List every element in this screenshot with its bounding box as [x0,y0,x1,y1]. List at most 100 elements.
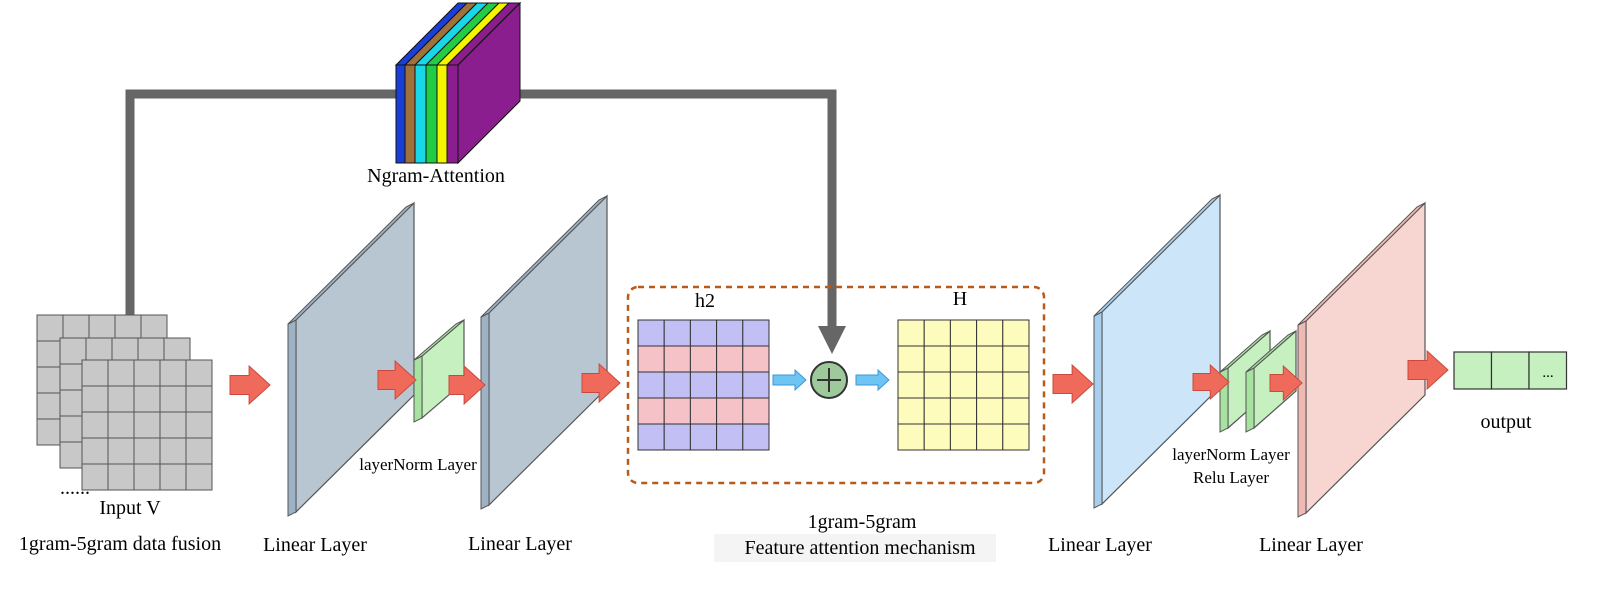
linear-layer-2-panel [488,194,608,507]
H-cell [923,423,951,451]
input-grid-cell [107,359,135,387]
input-grid-cell [107,411,135,439]
H-cell [897,319,925,347]
h2-cell [689,371,718,399]
H-cell [923,319,951,347]
input-grid-cell [133,437,161,465]
H-cell [976,423,1004,451]
input-v-grids [36,314,213,491]
h2-cell [742,319,770,347]
mechanism-label-line1: 1gram-5gram [808,511,917,533]
attention-stripe [395,64,406,164]
input-grid-cell [62,314,90,342]
mechanism-caption-bg [714,534,996,562]
output-cell [1528,351,1568,390]
ngram-attention-label: Ngram-Attention [367,165,505,187]
h2-label: h2 [695,290,715,312]
output-cell [1453,351,1493,390]
attention-stripe [414,64,427,164]
h2-cell [663,371,691,399]
layernorm-1-block-edge [413,355,423,423]
h2-cell [637,371,665,399]
flow-arrow-10 [1407,349,1449,391]
input-grid-cell [36,366,64,394]
linear-layer-3-panel-top-edge [1093,194,1221,317]
input-grid-cell [185,437,213,465]
h2-cell [742,397,770,425]
input-grid-cell [159,411,187,439]
addition-node [810,361,848,399]
input-grid-cell [133,359,161,387]
h2-cell [742,371,770,399]
input-grid-cell [185,359,213,387]
input-grid-cell [36,314,64,342]
linear-layer-2-label: Linear Layer [468,533,572,555]
input-grid-cell [107,463,135,491]
h2-cell [663,397,691,425]
h2-cell [689,423,718,451]
flow-arrow-9 [1269,364,1303,402]
H-cell [897,423,925,451]
input-grid-cell [140,314,168,342]
H-cell [923,371,951,399]
H-cell [949,345,978,373]
h2-cell [716,423,744,451]
fusion-label: 1gram-5gram data fusion [19,533,221,555]
input-grid-cell [159,385,187,413]
input-grid-cell [159,463,187,491]
output-label: output [1480,411,1532,433]
H-cell [976,345,1004,373]
flow-arrow-6 [855,368,890,392]
linear-layer-3-label: Linear Layer [1048,534,1152,556]
mechanism-label-line2: Feature attention mechanism [744,537,975,559]
flow-arrow-2 [377,359,417,401]
H-cell [949,423,978,451]
h2-cell [689,319,718,347]
input-grid-cell [36,418,64,446]
input-grid-cell [81,463,109,491]
input-v-label: Input V [99,497,161,519]
input-grid-cell [81,411,109,439]
linear-layer-2-panel-top-edge [480,195,608,318]
output-cell [1490,351,1530,390]
h2-cell [716,345,744,373]
linear-layer-3-panel-edge [1093,311,1103,509]
flow-arrow-7 [1052,363,1094,405]
input-grid-cell [159,359,187,387]
H-cell [976,319,1004,347]
output-cell-ellipsis: ... [1542,365,1553,381]
H-cell [976,371,1004,399]
h2-cell [637,345,665,373]
flow-arrows [229,349,1449,406]
h2-cell [689,345,718,373]
H-cell [949,371,978,399]
H-cell [1002,397,1030,425]
H-cell [949,319,978,347]
H-cell [923,345,951,373]
H-cell [976,397,1004,425]
H-cell [1002,423,1030,451]
h2-cell [663,423,691,451]
linear-layer-2-panel-edge [480,312,490,510]
linear-layer-4-panel-edge [1297,320,1307,518]
layernorm-1-block-top-edge [413,319,465,361]
h2-cell [742,345,770,373]
input-ellipsis: ...... [60,477,90,499]
h2-cell [637,397,665,425]
input-grid-cell [185,463,213,491]
relu-layer-label: Relu Layer [1193,468,1269,487]
h2-cell [716,319,744,347]
skip-connection-arrowhead [818,326,846,354]
H-cell [897,345,925,373]
linear-layer-1-panel-edge [287,319,297,517]
H-cell [897,371,925,399]
h2-cell [637,319,665,347]
input-grid-cell [81,359,109,387]
attention-stripe [446,64,459,164]
ngram-attention-block [394,1,522,165]
output-vector [1453,351,1568,390]
flow-arrow-4 [581,362,621,404]
h2-cell [742,423,770,451]
linear-layer-4-panel [1305,201,1426,515]
H-cell [949,397,978,425]
